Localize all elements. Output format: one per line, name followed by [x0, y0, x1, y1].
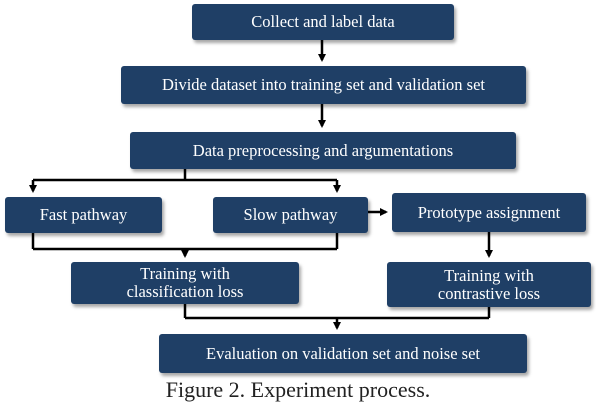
- node-prototype-label: Prototype assignment: [417, 202, 561, 222]
- node-train-cls-line2: classification loss: [126, 282, 244, 301]
- node-train-con-line2: contrastive loss: [437, 283, 541, 303]
- node-preprocess: Data preprocessing and argumentations: [130, 132, 516, 169]
- node-divide-label: Divide dataset into training set and val…: [161, 75, 486, 94]
- node-train-con-line1: Training with: [444, 265, 534, 285]
- figure-caption: Figure 2. Experiment process.: [165, 377, 431, 402]
- node-evaluation: Evaluation on validation set and noise s…: [159, 334, 527, 373]
- node-slow-label: Slow pathway: [243, 205, 338, 224]
- node-preprocess-label: Data preprocessing and argumentations: [192, 140, 454, 160]
- node-train-cls-line1: Training with: [140, 264, 230, 283]
- node-fast-pathway: Fast pathway: [5, 197, 162, 233]
- node-fast-label: Fast pathway: [39, 205, 128, 224]
- node-slow-pathway: Slow pathway: [213, 197, 368, 233]
- node-prototype-assignment: Prototype assignment: [392, 193, 586, 232]
- node-collect: Collect and label data: [192, 4, 454, 40]
- node-training-classification: Training with classification loss: [71, 262, 299, 304]
- node-divide: Divide dataset into training set and val…: [121, 66, 526, 104]
- node-training-contrastive: Training with contrastive loss: [387, 262, 591, 307]
- node-evaluation-label: Evaluation on validation set and noise s…: [205, 343, 481, 363]
- node-collect-label: Collect and label data: [251, 12, 395, 31]
